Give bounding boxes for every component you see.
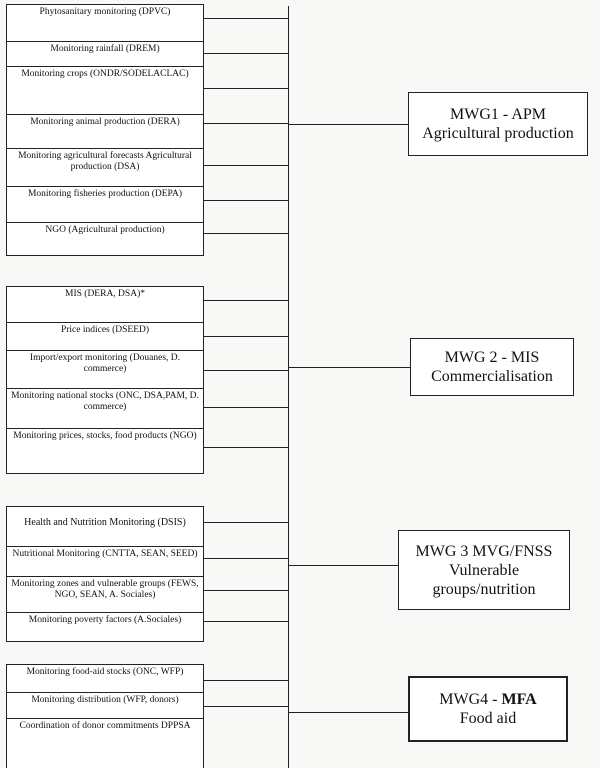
group-4-item-1: Monitoring food-aid stocks (ONC, WFP) xyxy=(7,665,203,693)
mwg2-box: MWG 2 - MIS Commercialisation xyxy=(410,338,574,396)
group-1-item-2: Monitoring rainfall (DREM) xyxy=(7,42,203,67)
group-1-item-5: Monitoring agricultural forecasts Agricu… xyxy=(7,149,203,187)
g1-connector-1 xyxy=(204,18,288,19)
mwg2-title: MWG 2 - MIS xyxy=(444,349,540,366)
g3-connector-2 xyxy=(204,558,288,559)
group-1-box: Phytosanitary monitoring (DPVC) Monitori… xyxy=(6,4,204,256)
mwg3-subtitle: Vulnerable groups/nutrition xyxy=(432,561,536,598)
mwg4-title-bold: MFA xyxy=(501,691,537,708)
mwg4-title-plain: MWG4 - xyxy=(439,691,502,708)
g1-connector-2 xyxy=(204,53,288,54)
g3-connector-4 xyxy=(204,621,288,622)
g4-connector-1 xyxy=(204,680,288,681)
group-2-box: MIS (DERA, DSA)* Price indices (DSEED) I… xyxy=(6,286,204,474)
mwg4-subtitle: Food aid xyxy=(459,710,517,727)
g3-connector-3 xyxy=(204,590,288,591)
g1-connector-3 xyxy=(204,88,288,89)
g1-connector-7 xyxy=(204,233,288,234)
mwg4-box: MWG4 - MFA Food aid xyxy=(408,676,568,742)
group-4-item-3: Coordination of donor commitments DPPSA xyxy=(7,719,203,767)
g4-connector-2 xyxy=(204,706,288,707)
group-3-item-4: Monitoring poverty factors (A.Sociales) xyxy=(7,613,203,641)
group-3-item-3: Monitoring zones and vulnerable groups (… xyxy=(7,577,203,613)
group-2-item-3: Import/export monitoring (Douanes, D. co… xyxy=(7,351,203,389)
g2-connector-1 xyxy=(204,300,288,301)
group-1-item-6: Monitoring fisheries production (DEPA) xyxy=(7,187,203,223)
g2-connector-2 xyxy=(204,336,288,337)
mwg3-box: MWG 3 MVG/FNSS Vulnerable groups/nutriti… xyxy=(398,530,570,610)
group-3-item-1: Health and Nutrition Monitoring (DSIS) xyxy=(7,507,203,547)
g2-connector-3 xyxy=(204,370,288,371)
g1-connector-4 xyxy=(204,123,288,124)
mwg1-box: MWG1 - APM Agricultural production xyxy=(408,92,588,156)
group-4-item-2: Monitoring distribution (WFP, donors) xyxy=(7,693,203,719)
g2-connector-5 xyxy=(204,447,288,448)
g1-connector-6 xyxy=(204,200,288,201)
group-1-item-1: Phytosanitary monitoring (DPVC) xyxy=(7,5,203,42)
group-2-item-1: MIS (DERA, DSA)* xyxy=(7,287,203,323)
group-3-box: Health and Nutrition Monitoring (DSIS) N… xyxy=(6,506,204,642)
mwg2-connector xyxy=(288,367,410,368)
group-2-item-2: Price indices (DSEED) xyxy=(7,323,203,351)
mwg2-subtitle: Commercialisation xyxy=(431,368,553,385)
main-trunk-line xyxy=(288,6,289,768)
mwg1-subtitle: Agricultural production xyxy=(422,125,574,142)
group-4-box: Monitoring food-aid stocks (ONC, WFP) Mo… xyxy=(6,664,204,768)
mwg1-title: MWG1 - APM xyxy=(449,106,546,123)
mwg3-title: MWG 3 MVG/FNSS xyxy=(415,542,553,560)
group-3-item-2: Nutritional Monitoring (CNTTA, SEAN, SEE… xyxy=(7,547,203,577)
mwg4-connector xyxy=(288,712,408,713)
group-1-item-4: Monitoring animal production (DERA) xyxy=(7,115,203,149)
group-1-item-3: Monitoring crops (ONDR/SODELACLAC) xyxy=(7,67,203,115)
g2-connector-4 xyxy=(204,407,288,408)
group-1-item-7: NGO (Agricultural production) xyxy=(7,223,203,255)
mwg3-connector xyxy=(288,565,398,566)
group-2-item-5: Monitoring prices, stocks, food products… xyxy=(7,429,203,473)
mwg4-title: MWG4 - MFA xyxy=(439,690,536,709)
group-2-item-4: Monitoring national stocks (ONC, DSA,PAM… xyxy=(7,389,203,429)
g3-connector-1 xyxy=(204,522,288,523)
mwg1-connector xyxy=(288,124,408,125)
g1-connector-5 xyxy=(204,165,288,166)
